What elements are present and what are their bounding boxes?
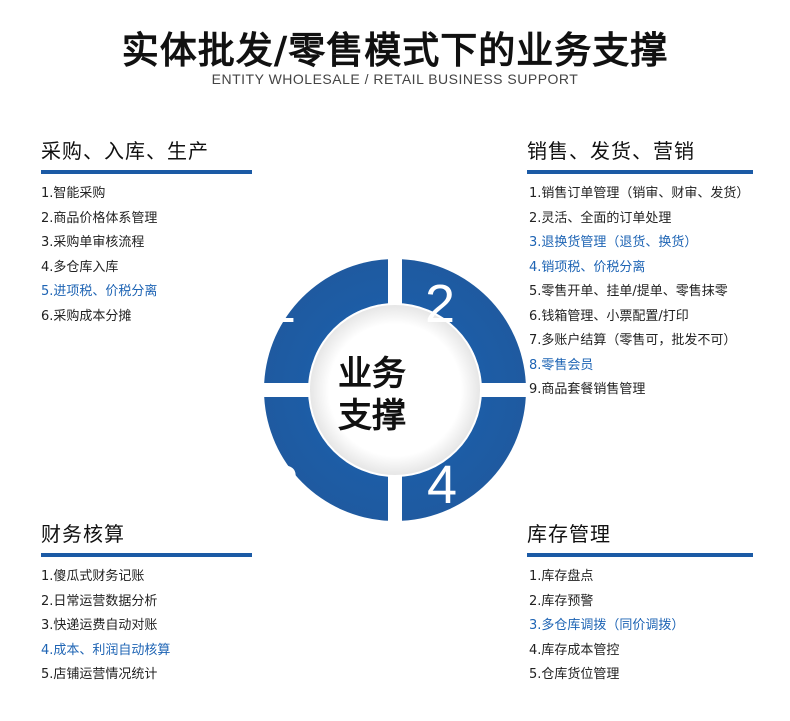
list-item: 1.智能采购 — [41, 186, 106, 201]
page-subtitle: ENTITY WHOLESALE / RETAIL BUSINESS SUPPO… — [211, 71, 579, 87]
list-item: 3.采购单审核流程 — [41, 235, 145, 250]
list-item: 4.成本、利润自动核算 — [41, 642, 171, 658]
section-purchasing: 采购、入库、生产 1.智能采购 2.商品价格体系管理 3.采购单审核流程 4.多仓库入… — [41, 135, 252, 329]
list-item: 1.傻瓜式财务记账 — [41, 569, 145, 584]
list-item: 5.店铺运营情况统计 — [41, 667, 158, 682]
section-title: 销售、发货、营销 — [527, 135, 753, 174]
list-item: 6.钱箱管理、小票配置/打印 — [529, 308, 689, 324]
section-items: 1.库存盘点 2.库存预警 3.多仓库调拨（同价调拨） 4.库存成本管控 5.仓库货位管… — [527, 565, 753, 688]
section-finance: 财务核算 1.傻瓜式财务记账 2.日常运营数据分析 3.快递运费自动对账 4.成本、利… — [41, 518, 252, 688]
list-item: 4.库存成本管控 — [529, 642, 620, 658]
section-items: 1.销售订单管理（销审、财审、发货） 2.灵活、全面的订单处理 3.退换货管理（退货… — [527, 182, 753, 403]
center-circle-fill — [310, 305, 480, 475]
section-title: 采购、入库、生产 — [41, 135, 252, 174]
list-item: 1.销售订单管理（销审、财审、发货） — [529, 186, 750, 201]
list-item: 2.库存预警 — [529, 593, 594, 609]
list-item: 2.日常运营数据分析 — [41, 593, 158, 609]
list-item: 5.仓库货位管理 — [529, 667, 620, 682]
quadrant-2-number: 2 — [425, 274, 455, 334]
list-item: 4.销项税、价税分离 — [529, 259, 646, 275]
quadrant-4-number: 4 — [427, 455, 457, 515]
list-item: 8.零售会员 — [529, 357, 594, 373]
page-title: 实体批发/零售模式下的业务支撑 — [121, 29, 669, 72]
list-item: 4.多仓库入库 — [41, 259, 119, 275]
section-title: 库存管理 — [527, 518, 753, 557]
section-items: 1.傻瓜式财务记账 2.日常运营数据分析 3.快递运费自动对账 4.成本、利润自动核算… — [41, 565, 252, 688]
quadrant-3-number: 3 — [269, 455, 299, 515]
list-item: 7.多账户结算（零售可，批发不可） — [529, 333, 737, 348]
list-item: 2.商品价格体系管理 — [41, 210, 158, 226]
list-item: 2.灵活、全面的订单处理 — [529, 210, 672, 226]
section-items: 1.智能采购 2.商品价格体系管理 3.采购单审核流程 4.多仓库入库 5.进项税、价税… — [41, 182, 252, 329]
quadrant-1-number: 1 — [266, 274, 296, 334]
section-inventory: 库存管理 1.库存盘点 2.库存预警 3.多仓库调拨（同价调拨） 4.库存成本管控 5.… — [527, 518, 753, 688]
center-label-line1: 业务 — [338, 354, 406, 394]
list-item: 3.多仓库调拨（同价调拨） — [529, 618, 685, 633]
list-item: 6.采购成本分摊 — [41, 308, 132, 324]
list-item: 5.进项税、价税分离 — [41, 284, 158, 299]
list-item: 9.商品套餐销售管理 — [529, 382, 646, 397]
center-label-line2: 支撑 — [338, 396, 406, 436]
list-item: 5.零售开单、挂单/提单、零售抹零 — [529, 284, 728, 299]
list-item: 3.快递运费自动对账 — [41, 618, 158, 633]
list-item: 1.库存盘点 — [529, 569, 594, 584]
section-sales: 销售、发货、营销 1.销售订单管理（销审、财审、发货） 2.灵活、全面的订单处理 3… — [527, 135, 753, 403]
section-title: 财务核算 — [41, 518, 252, 557]
list-item: 3.退换货管理（退货、换货） — [529, 235, 698, 250]
